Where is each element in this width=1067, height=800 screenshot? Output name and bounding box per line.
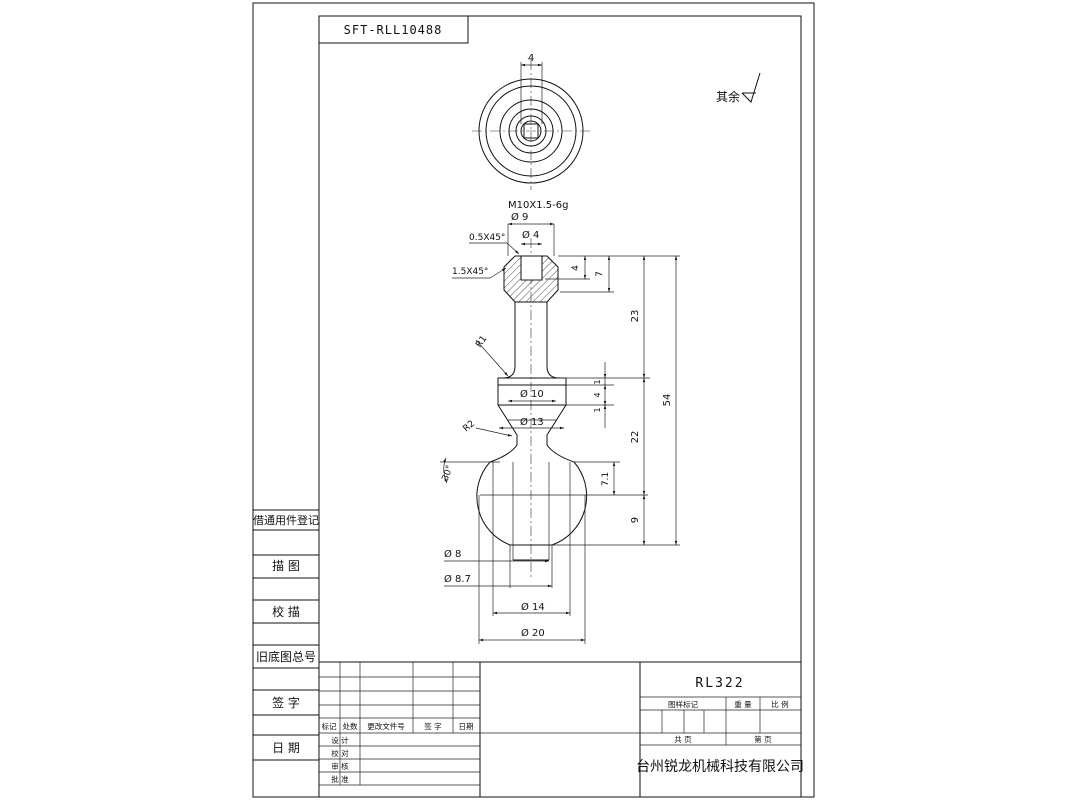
dim-chamfer-small: 0.5X45° (469, 233, 505, 243)
dim-len-7: 7 (595, 271, 605, 277)
top-view: 4 (472, 53, 590, 190)
check-tracing-label: 校 描 (272, 604, 300, 619)
weight-label: 重 量 (734, 700, 752, 709)
dim-len-23: 23 (630, 310, 641, 323)
drawing-number: SFT-RLL10488 (344, 23, 443, 37)
surface-note: 其余 (716, 72, 761, 104)
proofread-label: 校 对 (331, 748, 349, 758)
dim-dia-14: Ø 14 (521, 601, 545, 613)
dim-dia-20: Ø 20 (521, 627, 545, 639)
surface-note-text: 其余 (716, 89, 740, 104)
title-block: 标记 处数 更改文件号 签 字 日期 设 计 校 对 审 核 批 准 RL322… (319, 661, 804, 797)
drawing-number-box: SFT-RLL10488 (318, 15, 469, 44)
side-view (476, 238, 648, 580)
roughness-symbol (741, 72, 761, 103)
dim-len-7-1: 7.1 (601, 472, 611, 486)
company-name: 台州锐龙机械科技有限公司 (636, 759, 804, 775)
dim-angle-30: 30° (441, 464, 456, 482)
sign-label: 签 字 (272, 695, 300, 710)
part-number: RL322 (695, 676, 744, 691)
dim-dia-4: Ø 4 (522, 229, 539, 241)
dim-len-4-b: 4 (593, 392, 602, 397)
drawing-frame (318, 15, 802, 798)
dimensions: M10X1.5-6g Ø 9 Ø 4 0.5X45° 1.5X45° 4 7 2… (440, 200, 680, 644)
dim-dia-9: Ø 9 (511, 211, 528, 223)
dim-len-9: 9 (630, 517, 641, 523)
dim-chamfer-large: 1.5X45° (452, 267, 488, 277)
dim-dia-10: Ø 10 (520, 388, 544, 400)
dim-top-width: 4 (528, 53, 534, 64)
scale-label: 比 例 (771, 699, 788, 709)
old-base-label: 旧底图总号 (256, 649, 316, 664)
drawing-mark-label: 图样标记 (668, 699, 698, 709)
total-sheets-label: 共 页 (674, 735, 692, 744)
dim-len-1-a: 1 (593, 379, 602, 384)
date-label: 日 期 (272, 741, 300, 755)
review-label: 审 核 (331, 761, 349, 771)
rev-mark-header: 标记 (322, 721, 337, 731)
register-label: 借通用件登记 (253, 513, 319, 527)
dim-dia-8-7: Ø 8.7 (444, 573, 471, 585)
sheet-number-label: 第 页 (754, 734, 772, 744)
design-label: 设 计 (331, 735, 349, 745)
dim-thread: M10X1.5-6g (508, 200, 568, 211)
rev-sign-header: 签 字 (424, 721, 441, 731)
rev-date-header: 日期 (459, 722, 474, 731)
dim-radius-2: R2 (462, 419, 478, 434)
dim-len-4: 4 (571, 265, 581, 271)
rev-doc-header: 更改文件号 (367, 721, 405, 731)
approve-label: 批 准 (331, 774, 349, 784)
dim-dia-8: Ø 8 (444, 548, 461, 560)
dim-len-1-b: 1 (593, 407, 602, 412)
rev-count-header: 处数 (343, 721, 358, 731)
dim-dia-13: Ø 13 (520, 416, 544, 428)
dim-len-54: 54 (662, 394, 673, 407)
dim-radius-1: R1 (474, 334, 489, 350)
tracing-label: 描 图 (272, 559, 300, 573)
dim-len-22: 22 (630, 431, 641, 444)
left-register-column: 借通用件登记 描 图 校 描 旧底图总号 签 字 日 期 (253, 509, 319, 761)
